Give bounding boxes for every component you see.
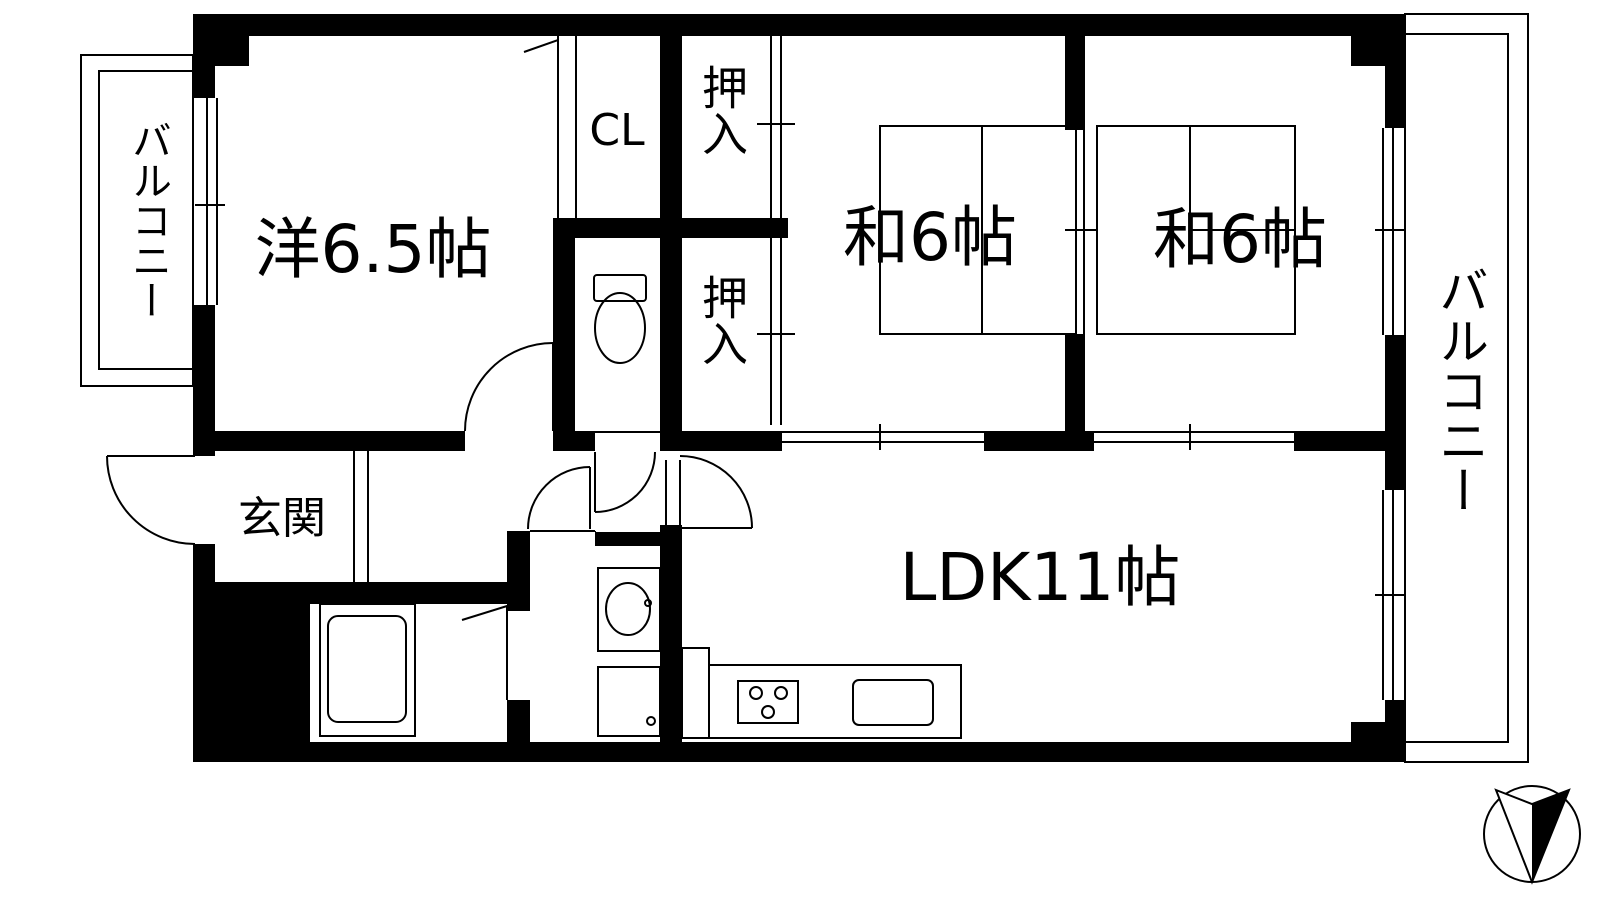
room-label-japanese-1: 和6帖 (843, 199, 1017, 276)
balcony-left (80, 54, 194, 387)
room-label-oshiire-lower: 押入 (695, 274, 749, 366)
interior-lines (195, 34, 1405, 739)
room-label-western: 洋6.5帖 (255, 211, 492, 288)
room-label-balcony-left: バルコニー (125, 120, 171, 320)
room-label-closet: CL (589, 105, 645, 156)
stove-icon (737, 680, 799, 724)
washing-machine-space (597, 666, 661, 737)
room-label-balcony-right: バルコニー (1431, 265, 1489, 515)
washbasin-icon (597, 567, 661, 652)
sink-icon (852, 679, 934, 726)
north-arrow-icon (1483, 785, 1581, 885)
room-label-oshiire-upper: 押入 (695, 64, 749, 156)
bathtub-icon (319, 603, 416, 737)
room-label-japanese-2: 和6帖 (1153, 201, 1327, 278)
room-label-entrance: 玄関 (238, 493, 326, 544)
room-label-ldk: LDK11帖 (900, 539, 1181, 616)
toilet-icon (593, 274, 647, 364)
walls (193, 14, 1405, 762)
